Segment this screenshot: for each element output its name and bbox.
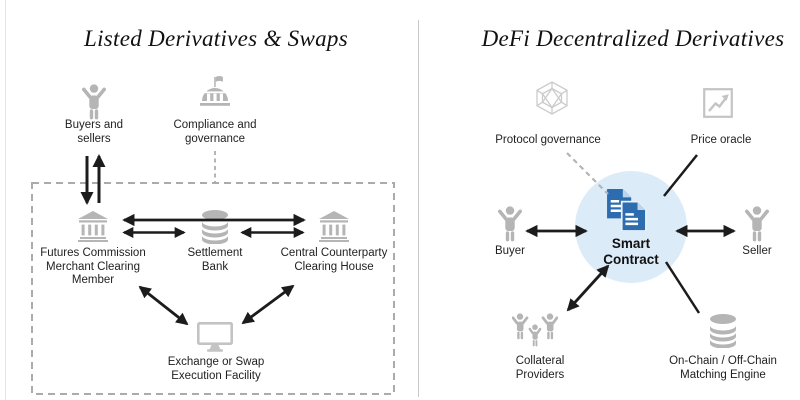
right-panel-title: DeFi Decentralized Derivatives [481, 26, 785, 51]
left-edge-line [5, 0, 6, 400]
person-arms-up-icon [498, 206, 522, 242]
left-panel-title: Listed Derivatives & Swaps [84, 26, 348, 51]
line-matching-contract [664, 261, 701, 314]
settlement-bank-label: Settlement Bank [187, 247, 243, 273]
ccp-label: Central Counterparty Clearing House [280, 247, 388, 273]
fcm-label: Futures Commission Merchant Clearing Mem… [40, 247, 146, 286]
person-arms-up-icon [82, 84, 106, 120]
person-arms-up-icon [745, 206, 769, 242]
monitor-icon [197, 322, 233, 352]
price-chart-icon [703, 88, 733, 118]
exchange-facility-label: Exchange or Swap Execution Facility [167, 356, 265, 382]
buyers-sellers-label: Buyers and sellers [64, 119, 124, 145]
bank-icon [78, 211, 108, 242]
seller-label: Seller [742, 245, 772, 257]
family-icon [512, 313, 558, 347]
bank-icon [319, 211, 349, 242]
protocol-governance-label: Protocol governance [495, 134, 601, 146]
matching-engine-label: On-Chain / Off-Chain Matching Engine [669, 355, 777, 381]
database-icon [710, 314, 736, 348]
bank-flag-icon [200, 76, 230, 106]
arrow-ccp-exchange [241, 284, 295, 325]
panel-divider [418, 20, 419, 397]
compliance-label: Compliance and governance [173, 119, 257, 145]
buyer-label: Buyer [494, 245, 526, 257]
arrow-fcm-exchange [138, 285, 189, 326]
collateral-providers-label: Collateral Providers [515, 355, 565, 381]
hexagon-network-icon [536, 81, 568, 115]
database-icon [202, 210, 228, 244]
price-oracle-label: Price oracle [690, 134, 752, 146]
smart-contract-label: Smart Contract [603, 236, 659, 267]
smart-contract-documents-icon [607, 189, 647, 231]
